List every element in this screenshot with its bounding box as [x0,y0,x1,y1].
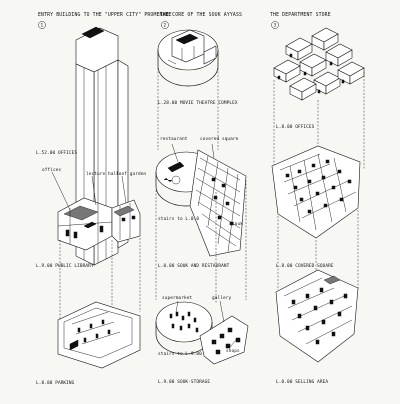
column-1-number-badge: 1 [38,21,46,29]
column-3-number: 3 [274,23,277,29]
column-2-number-badge: 2 [161,21,169,29]
parking-plate [57,301,141,369]
column-1: ENTRY BUILDING TO THE "UPPER CITY" PROME… [36,12,172,386]
label-covered-square-l8: L.8.00 COVERED SQUARE [276,263,334,269]
label-offices-level: L.52.00 OFFICES [36,150,77,156]
label-souk-storage: L.9.00 SOUK-STORAGE [158,379,210,385]
library-volume [57,197,141,251]
column-3-number-badge: 3 [271,21,279,29]
label-public-library: L.9.00 PUBLIC LIBRARY [36,263,94,269]
label-offices: offices [42,167,61,173]
label-covered-square: covered square [200,136,239,142]
souk-level-plate [155,149,247,257]
label-selling-area: L.0.00 SELLING AREA [276,379,328,385]
column-3-title: THE DEPARTMENT STORE [270,12,331,18]
column-2: THE CORE OF THE SOUK AYYASS 2 [155,12,249,385]
label-parking: L.0.00 PARKING [36,380,75,386]
selling-area-plate [275,269,359,363]
label-restaurant: restaurant [160,136,188,142]
column-1-title: ENTRY BUILDING TO THE "UPPER CITY" PROME… [38,12,172,18]
label-roof-garden: roof garden [116,171,146,177]
label-movie-theatre: L.28.00 MOVIE THEATRE COMPLEX [158,100,238,106]
label-shops: shops [226,348,240,354]
theatre-drum [157,29,219,87]
column-2-title: THE CORE OF THE SOUK AYYASS [160,12,242,18]
column-2-number: 2 [164,23,167,29]
label-lecture-hall: lecture hall [86,171,119,177]
label-supermarket: supermarket [162,295,192,301]
column-3: THE DEPARTMENT STORE 3 [270,12,365,385]
column-1-number: 1 [41,23,44,29]
label-stairs-to-l0: stairs to L.0.0 [158,216,199,222]
label-offices-l8: L.8.00 OFFICES [276,124,315,130]
storage-level-plate [155,301,249,365]
label-souk: souk [232,221,243,227]
label-souk-restaurant: L.0.00 SOUK AND RESTAURANT [158,263,230,269]
office-blocks [273,27,365,101]
label-stairs-to-l9: stairs to L.9.00 [158,351,202,357]
covered-square-plate [271,145,361,239]
label-gallery: gallery [212,295,231,301]
